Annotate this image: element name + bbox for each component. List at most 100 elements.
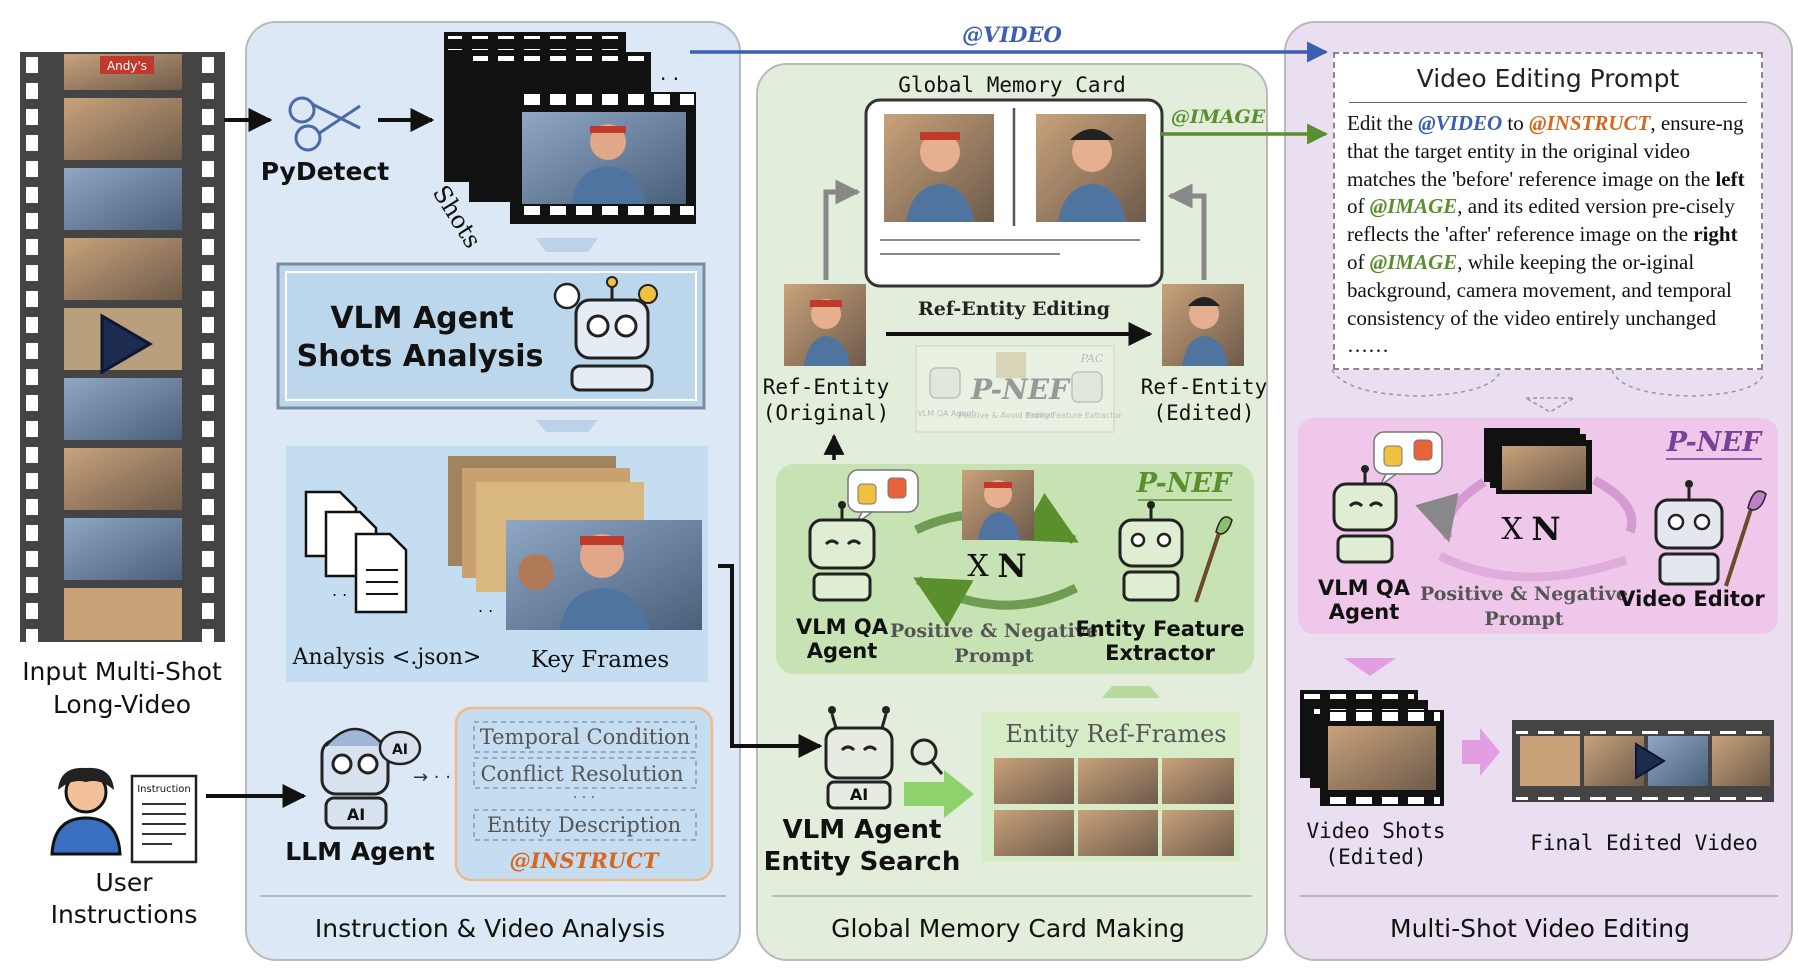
qa-agent-line2: Agent bbox=[807, 639, 878, 663]
entity-search-robot-icon bbox=[824, 706, 944, 810]
extractor-robot-icon bbox=[1118, 501, 1233, 603]
faded-qa: VLM QA Agent bbox=[917, 409, 974, 418]
pnef-edit-label: P-NEF bbox=[1666, 427, 1763, 458]
entity-search-line1: VLM Agent bbox=[783, 815, 942, 845]
doc-label: Instruction bbox=[137, 784, 191, 795]
video-arrow-tag: @VIDEO bbox=[962, 22, 1062, 47]
entity-ref-frames-box bbox=[982, 712, 1240, 862]
pnef-box bbox=[776, 464, 1254, 674]
edited-shots-stack bbox=[1300, 690, 1444, 806]
final-video-filmstrip bbox=[1512, 720, 1774, 802]
image-arrow-tag: @IMAGE bbox=[1171, 106, 1266, 128]
svg-text:. .: . . bbox=[332, 581, 347, 600]
svg-text:. .: . . bbox=[478, 597, 493, 616]
edit-qa-robot-icon bbox=[1332, 465, 1398, 564]
panel1-title: Instruction & Video Analysis bbox=[315, 914, 665, 943]
pn-prompt-line2: Prompt bbox=[954, 645, 1033, 667]
llm-robot-icon bbox=[320, 727, 422, 830]
ref-entity-original bbox=[784, 284, 866, 366]
shots-stack bbox=[444, 32, 696, 224]
andys-sign: Andy's bbox=[107, 59, 147, 73]
prompt-title: Video Editing Prompt bbox=[1416, 64, 1680, 93]
analysis-label: Analysis <.json> bbox=[292, 645, 482, 670]
search-ai-chest: AI bbox=[850, 785, 868, 804]
ref-edited-line2: (Edited) bbox=[1153, 401, 1254, 425]
ref-original-line2: (Original) bbox=[763, 401, 889, 425]
edit-thumbs-bubble-icon bbox=[1373, 431, 1443, 487]
thumbs-bubble-icon bbox=[847, 469, 919, 525]
prompt-image-tag-1: @IMAGE bbox=[1369, 194, 1458, 219]
keyframes-stack bbox=[448, 456, 702, 630]
video-editor-label: Video Editor bbox=[1619, 587, 1765, 611]
pnef-loop bbox=[913, 470, 1079, 628]
cond-entity: Entity Description bbox=[487, 813, 681, 837]
panel3-title: Multi-Shot Video Editing bbox=[1390, 914, 1690, 943]
instruct-conditions-box bbox=[454, 706, 714, 882]
keyframes-label: Key Frames bbox=[531, 647, 669, 673]
edited-shots-line2: (Edited) bbox=[1325, 845, 1426, 869]
edit-pn-line2: Prompt bbox=[1484, 608, 1563, 630]
user-label-line2: Instructions bbox=[51, 900, 198, 929]
faded-pac: PAC bbox=[1080, 352, 1104, 365]
user-icon bbox=[50, 767, 122, 856]
qa-agent-line1: VLM QA bbox=[796, 615, 889, 639]
llm-ai-bubble: AI bbox=[392, 742, 408, 758]
ref-entity-edited bbox=[1162, 284, 1244, 366]
input-filmstrip: Andy's bbox=[20, 52, 225, 642]
extractor-line1: Entity Feature bbox=[1075, 617, 1244, 641]
pnef-times: X bbox=[967, 549, 989, 584]
faded-pnef-inset bbox=[915, 345, 1115, 433]
pydetect-label: PyDetect bbox=[261, 157, 390, 186]
edit-qa-line2: Agent bbox=[1329, 600, 1400, 624]
svg-text:→ · · ·: → · · · bbox=[413, 767, 462, 788]
video-editing-prompt-box: Video Editing Prompt Edit the @VIDEO to … bbox=[1333, 52, 1763, 370]
entity-ref-frames-label: Entity Ref-Frames bbox=[1005, 720, 1226, 748]
vlm-shots-line1: VLM Agent bbox=[330, 301, 513, 336]
panel2-title: Global Memory Card Making bbox=[831, 914, 1185, 943]
ref-original-line1: Ref-Entity bbox=[763, 375, 889, 399]
ref-edited-line1: Ref-Entity bbox=[1141, 375, 1267, 399]
input-title-line1: Input Multi-Shot bbox=[22, 657, 222, 686]
prompt-video-tag: @VIDEO bbox=[1418, 111, 1503, 135]
cond-conflict: Conflict Resolution bbox=[480, 762, 683, 786]
prompt-text: Edit the @VIDEO to @INSTRUCT, ensure-ng … bbox=[1347, 111, 1745, 358]
instruct-tag: @INSTRUCT bbox=[510, 848, 660, 873]
final-play-icon[interactable] bbox=[1635, 742, 1666, 780]
vlm-shots-line2: Shots Analysis bbox=[297, 339, 544, 374]
prompt-instruct-tag: @INSTRUCT bbox=[1529, 111, 1651, 135]
memory-card bbox=[864, 98, 1164, 288]
faded-pnef: P-NEF bbox=[970, 373, 1071, 406]
memory-card-title: Global Memory Card bbox=[898, 73, 1126, 97]
edit-pn-line1: Positive & Negative bbox=[1420, 583, 1628, 605]
svg-text:. . .: . . . bbox=[573, 786, 595, 802]
faded-extractor: Entity Feature Extractor bbox=[1026, 411, 1122, 420]
final-video-label: Final Edited Video bbox=[1530, 831, 1758, 855]
llm-agent-label: LLM Agent bbox=[285, 837, 434, 866]
instruction-doc-icon: Instruction bbox=[130, 774, 198, 864]
faded-prompt: Positive & Avoid Prompt bbox=[958, 411, 1053, 420]
edit-loop bbox=[1415, 428, 1637, 582]
extractor-line2: Extractor bbox=[1105, 641, 1215, 665]
llm-ai-chest: AI bbox=[347, 805, 365, 824]
ref-entity-editing-label: Ref-Entity Editing bbox=[918, 298, 1110, 320]
entity-search-line2: Entity Search bbox=[764, 847, 961, 877]
cond-temporal: Temporal Condition bbox=[480, 725, 690, 749]
edit-qa-line1: VLM QA bbox=[1318, 576, 1411, 600]
prompt-image-tag-2: @IMAGE bbox=[1369, 249, 1458, 274]
play-icon[interactable] bbox=[100, 313, 153, 375]
video-editor-robot-icon bbox=[1654, 480, 1767, 587]
edit-n: N bbox=[1531, 510, 1560, 548]
json-docs-icon bbox=[304, 490, 408, 614]
vlm-qa-robot-icon bbox=[808, 501, 876, 602]
robot-analysis-icon bbox=[553, 276, 658, 392]
input-title-line2: Long-Video bbox=[53, 690, 191, 719]
pn-prompt-line1: Positive & Negative bbox=[890, 620, 1098, 642]
pnef-label: P-NEF bbox=[1136, 468, 1233, 499]
pnef-n: N bbox=[997, 547, 1026, 585]
scissors-icon bbox=[288, 96, 361, 152]
user-label-line1: User bbox=[96, 868, 154, 897]
edited-shots-line1: Video Shots bbox=[1306, 819, 1445, 843]
edit-times: X bbox=[1501, 512, 1523, 547]
svg-text:. .: . . bbox=[660, 61, 679, 85]
